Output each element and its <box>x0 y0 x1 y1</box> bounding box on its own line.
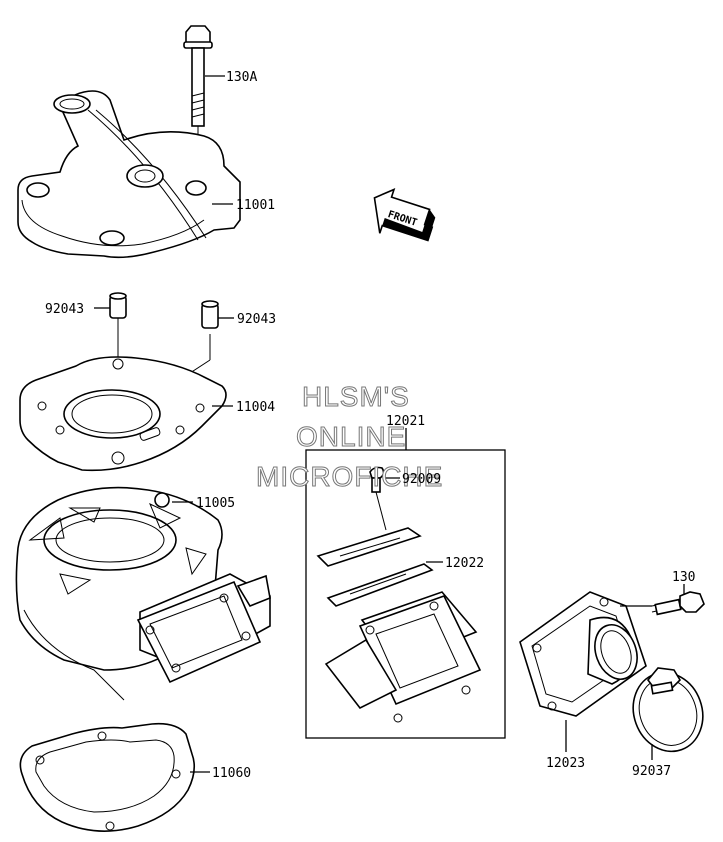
screw-guide <box>375 491 387 531</box>
reed-valve-12022[interactable] <box>326 563 434 607</box>
part-label-11001: 11001 <box>236 198 275 213</box>
part-label-11060: 11060 <box>212 766 251 781</box>
dowel-pin-left-92043[interactable] <box>109 292 127 319</box>
watermark-line3: MICROFICHE <box>256 461 443 492</box>
part-label-130: 130 <box>672 570 695 585</box>
dowel-pin-right-92043[interactable] <box>201 300 219 329</box>
screw-92009[interactable] <box>369 466 385 493</box>
cylinder-11005[interactable] <box>15 486 271 701</box>
part-label-92037: 92037 <box>632 764 671 779</box>
part-label-130a: 130A <box>226 70 257 85</box>
part-label-92009: 92009 <box>402 472 441 487</box>
head-gasket-11004[interactable] <box>19 356 227 472</box>
watermark: HLSM'S ONLINE MICROFICHE <box>256 381 443 493</box>
cylinder-head-11001[interactable] <box>17 90 241 259</box>
part-label-92043-left: 92043 <box>45 302 84 317</box>
bolt-130[interactable] <box>651 591 705 616</box>
part-label-12023: 12023 <box>546 756 585 771</box>
watermark-line1: HLSM'S <box>302 381 410 412</box>
intake-manifold-12023[interactable] <box>519 591 647 717</box>
clamp-92037[interactable] <box>622 663 713 761</box>
part-label-12022: 12022 <box>445 556 484 571</box>
reed-stopper[interactable] <box>316 527 422 567</box>
part-label-11004: 11004 <box>236 400 275 415</box>
part-label-12021: 12021 <box>386 414 425 429</box>
base-gasket-11060[interactable] <box>19 722 196 832</box>
part-label-92043-right: 92043 <box>237 312 276 327</box>
watermark-line2: ONLINE <box>296 421 406 452</box>
part-label-11005: 11005 <box>196 496 235 511</box>
reed-cage[interactable] <box>324 591 482 723</box>
front-arrow: FRONT <box>373 188 436 242</box>
